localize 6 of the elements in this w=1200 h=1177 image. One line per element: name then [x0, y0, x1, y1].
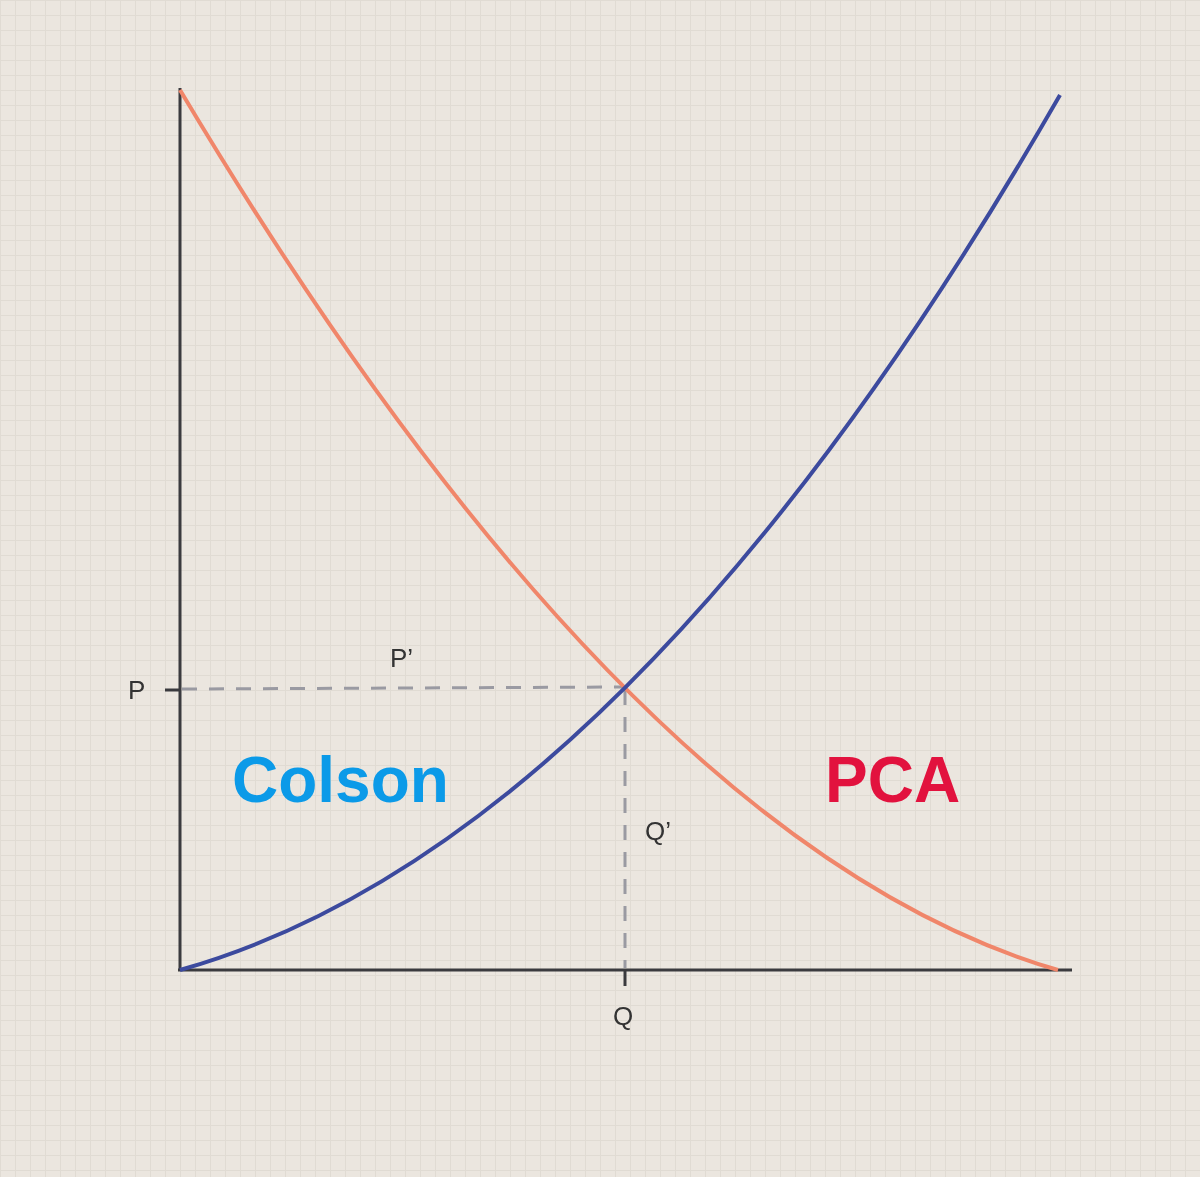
axis-label: P — [128, 677, 146, 703]
quantity-label: Q’ — [645, 818, 671, 844]
price-label: P’ — [390, 645, 414, 671]
axis-label: Q — [613, 1003, 634, 1029]
curve-label: Colson — [232, 748, 449, 812]
curve-label: PCA — [825, 748, 961, 812]
